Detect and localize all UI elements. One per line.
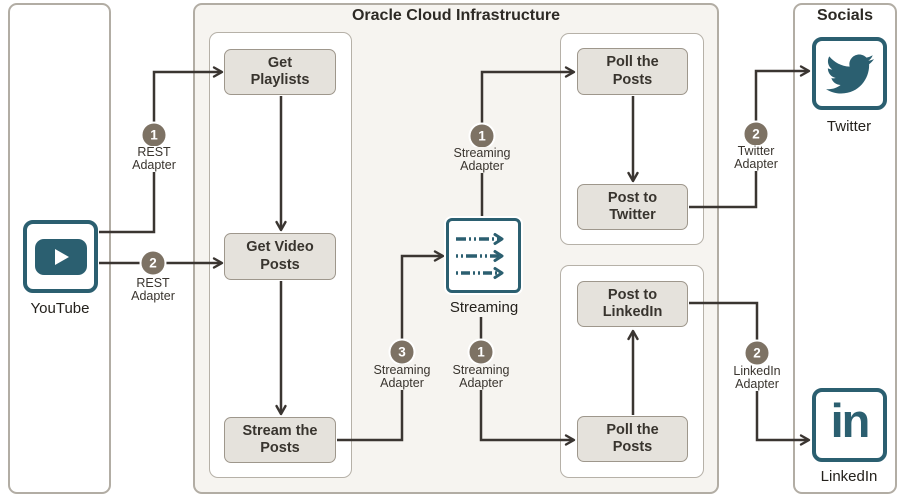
oci-panel-title: Oracle Cloud Infrastructure <box>351 7 561 24</box>
adapter-label-line: Adapter <box>459 376 503 390</box>
badge-streaming-adapter-1-bottom: 1 <box>467 338 495 366</box>
adapter-label-line: LinkedIn <box>733 364 781 378</box>
streaming-label: Streaming <box>449 299 519 316</box>
linkedin-icon: in <box>812 388 887 462</box>
node-poll-the-posts-twitter: Poll the Posts <box>577 48 688 95</box>
twitter-icon <box>812 37 887 110</box>
linkedin-label: LinkedIn <box>820 468 878 485</box>
badge-rest-adapter-2: 2 <box>139 249 167 277</box>
adapter-label-line: Streaming <box>452 363 510 377</box>
adapter-label-line: Adapter <box>380 376 424 390</box>
twitter-label: Twitter <box>826 118 872 135</box>
youtube-icon <box>23 220 98 293</box>
adapter-label-line: Twitter <box>737 144 775 158</box>
node-get-video-posts: Get Video Posts <box>224 233 336 280</box>
adapter-label-line: Streaming <box>373 363 431 377</box>
edge-streaming-to-poll-the-posts-top <box>480 66 576 218</box>
adapter-label-line: REST <box>136 276 170 290</box>
adapter-label-line: Streaming <box>453 146 511 160</box>
node-post-to-linkedin: Post to LinkedIn <box>577 281 688 327</box>
badge-linkedin-adapter-2: 2 <box>743 339 771 367</box>
linkedin-adapter-2-label: LinkedIn Adapter <box>730 364 784 391</box>
node-poll-the-posts-linkedin: Poll the Posts <box>577 416 688 462</box>
adapter-label-line: Adapter <box>460 159 504 173</box>
node-stream-the-posts: Stream the Posts <box>224 417 336 463</box>
streaming-adapter-3-label: Streaming Adapter <box>370 363 434 390</box>
adapter-label-line: REST <box>137 145 171 159</box>
streaming-arrows-icon <box>455 232 503 279</box>
node-post-to-twitter: Post to Twitter <box>577 184 688 230</box>
linkedin-in-glyph: in <box>830 393 871 447</box>
youtube-label: YouTube <box>30 300 90 317</box>
youtube-play-icon <box>34 238 87 275</box>
streaming-adapter-1-bottom-label: Streaming Adapter <box>449 363 513 390</box>
streaming-adapter-1-top-label: Streaming Adapter <box>450 146 514 173</box>
adapter-label-line: Adapter <box>735 377 779 391</box>
adapter-label-line: Adapter <box>734 157 778 171</box>
twitter-adapter-2-label: Twitter Adapter <box>731 145 781 171</box>
badge-streaming-adapter-3: 3 <box>388 338 416 366</box>
adapter-label-line: Adapter <box>131 289 175 303</box>
twitter-bird-icon <box>825 53 874 94</box>
streaming-icon <box>446 218 521 293</box>
adapter-label-line: Adapter <box>132 158 176 172</box>
rest-adapter-2-label: REST Adapter <box>128 277 178 303</box>
rest-adapter-1-label: REST Adapter <box>129 146 179 172</box>
node-get-playlists: Get Playlists <box>224 49 336 95</box>
badge-rest-adapter-1: 1 <box>140 121 168 149</box>
socials-panel-title: Socials <box>816 7 874 24</box>
